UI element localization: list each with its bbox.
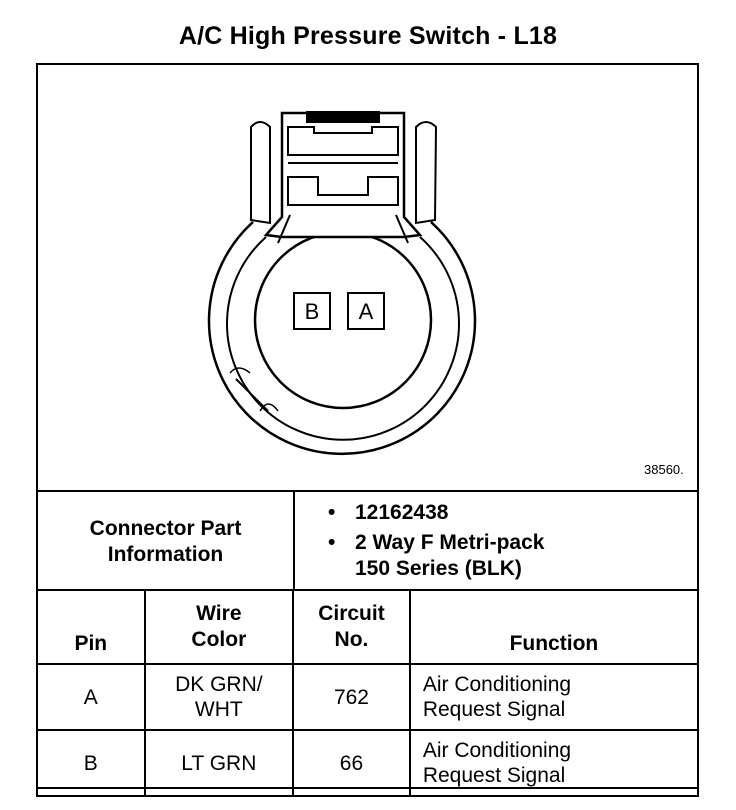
header-circuit-line2: No. <box>334 628 369 651</box>
header-circuit-line1: Circuit <box>318 602 385 625</box>
pin-cavity-b <box>293 292 331 330</box>
figure-number: 38560. <box>644 462 684 477</box>
lock-window <box>287 126 399 156</box>
wire-color-line1: DK GRN/ <box>175 673 263 696</box>
wire-color-line2: WHT <box>194 698 243 721</box>
table-row: B LT GRN 66 Air Conditioning Request Sig… <box>36 729 700 797</box>
header-wire-line1: Wire <box>196 602 242 625</box>
function-line2: Request Signal <box>422 698 566 721</box>
polarizing-key-1 <box>229 367 251 374</box>
connector-diagram: B A 38560. <box>38 65 697 490</box>
polarizing-key-2 <box>259 403 279 412</box>
connector-sheet: B A 38560. Connector Part Information • … <box>36 63 700 797</box>
right-latch-arm <box>415 121 438 225</box>
circuit-cell: 66 <box>292 729 411 797</box>
connector-type-line1: 2 Way F Metri-pack <box>355 531 545 554</box>
bullet: • <box>328 501 336 524</box>
connector-part-label: Connector Part Information <box>38 492 293 591</box>
connector-part-label-line2: Information <box>107 542 224 566</box>
header-wire-line2: Color <box>191 628 247 651</box>
pin-cell: B <box>36 729 146 797</box>
lock-slot <box>287 176 399 206</box>
function-line1: Air Conditioning <box>422 739 572 762</box>
header-wire-color: Wire Color <box>143 589 295 665</box>
connector-part-label-line1: Connector Part <box>89 516 242 540</box>
pin-cavity-label-a: A <box>359 299 374 324</box>
function-line2: Request Signal <box>422 764 566 787</box>
header-function: Function <box>408 589 700 665</box>
table-header-row: Pin Wire Color Circuit No. Function <box>36 589 700 665</box>
bullet: • <box>328 531 336 554</box>
wire-color-line1: LT GRN <box>181 751 257 775</box>
wire-color-cell: DK GRN/ WHT <box>143 663 295 731</box>
function-cell: Air Conditioning Request Signal <box>408 729 700 797</box>
connector-inner-shell <box>226 236 460 441</box>
connector-part-information: Connector Part Information • 12162438 • … <box>38 490 697 591</box>
wire-color-cell: LT GRN <box>143 729 295 797</box>
connector-type-line2: 150 Series (BLK) <box>355 557 522 580</box>
left-latch-arm <box>250 121 271 225</box>
connector-type-item: • 2 Way F Metri-pack 150 Series (BLK) <box>328 530 544 582</box>
connector-face <box>253 230 433 410</box>
shell-split <box>235 378 269 412</box>
pin-cavity-a <box>347 292 385 330</box>
lock-tab <box>306 111 380 123</box>
pin-table: Pin Wire Color Circuit No. Function A DK… <box>36 589 700 797</box>
part-number-item: • 12162438 <box>328 500 544 526</box>
part-number: 12162438 <box>355 501 449 524</box>
connector-drawing: B A <box>207 111 477 455</box>
lock-ramp <box>277 214 409 244</box>
circuit-cell: 762 <box>292 663 411 731</box>
function-cell: Air Conditioning Request Signal <box>408 663 700 731</box>
connector-outer-shell <box>207 221 477 455</box>
page-title: A/C High Pressure Switch - L18 <box>178 22 558 50</box>
pin-cavity-label-b: B <box>305 299 320 324</box>
info-divider <box>293 492 295 591</box>
function-line1: Air Conditioning <box>422 673 572 696</box>
header-pin: Pin <box>36 589 146 665</box>
pin-cell: A <box>36 663 146 731</box>
table-row: A DK GRN/ WHT 762 Air Conditioning Reque… <box>36 663 700 731</box>
connector-part-list: • 12162438 • 2 Way F Metri-pack 150 Seri… <box>328 500 544 586</box>
header-circuit: Circuit No. <box>292 589 411 665</box>
